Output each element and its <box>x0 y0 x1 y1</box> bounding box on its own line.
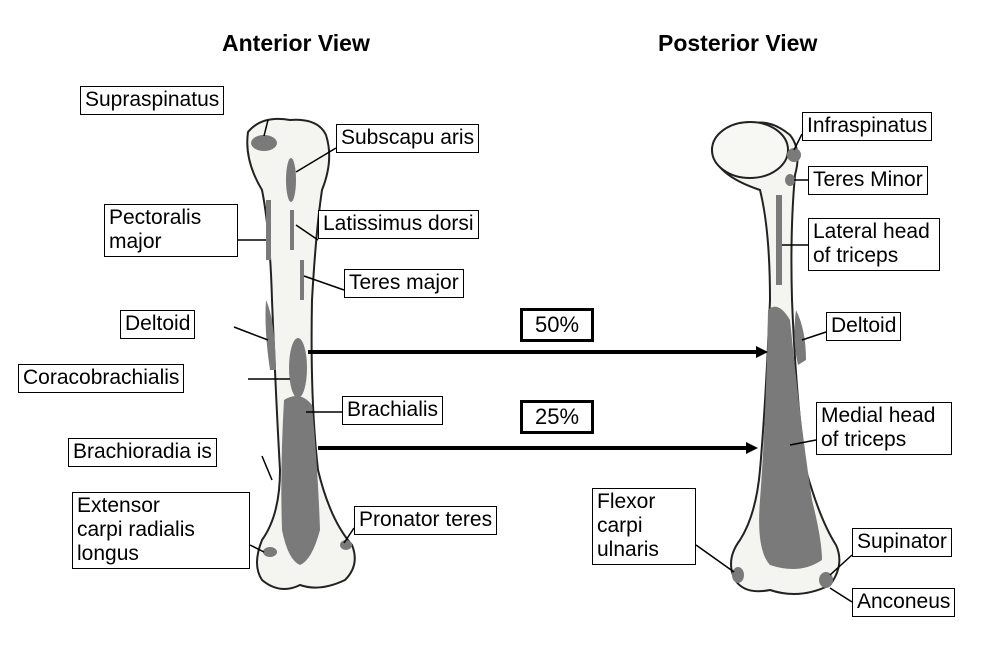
label-anconeus: Anconeus <box>852 588 955 617</box>
label-subscapularis: Subscapu aris <box>336 124 479 153</box>
coracobrachialis-area <box>289 338 307 398</box>
anterior-view-title: Anterior View <box>222 30 370 57</box>
pronator-teres-area <box>340 540 352 550</box>
label-deltoid-posterior: Deltoid <box>826 312 901 341</box>
label-teres-minor: Teres Minor <box>808 166 928 195</box>
label-brachialis: Brachialis <box>342 396 443 425</box>
label-coracobrachialis: Coracobrachialis <box>18 364 184 393</box>
latissimus-area <box>290 210 294 250</box>
humeral-head <box>712 122 788 178</box>
label-brachioradialis: Brachioradia is <box>68 438 217 467</box>
level-25-arrowhead <box>746 442 758 454</box>
posterior-view-title: Posterior View <box>658 30 817 57</box>
label-pectoralis-major: Pectoralis major <box>104 204 238 257</box>
label-flexor-carpi-ulnaris: Flexor carpi ulnaris <box>592 488 696 565</box>
marker-25-percent: 25% <box>520 400 594 434</box>
marker-50-percent: 50% <box>520 308 594 342</box>
level-50-arrowhead <box>756 346 768 358</box>
teres-major-area <box>300 260 304 300</box>
flexor-carpi-ulnaris-area <box>732 567 744 583</box>
pectoralis-area <box>266 200 271 260</box>
deltoid-posterior-area <box>794 310 806 365</box>
label-deltoid-anterior: Deltoid <box>120 310 195 339</box>
label-extensor-carpi-radialis-longus: Extensor carpi radialis longus <box>72 492 250 569</box>
label-latissimus-dorsi: Latissimus dorsi <box>318 210 479 239</box>
infraspinatus-area <box>787 148 801 162</box>
teres-minor-area <box>785 174 795 186</box>
label-medial-head-of-triceps: Medial head of triceps <box>816 402 952 455</box>
label-lateral-head-of-triceps: Lateral head of triceps <box>808 218 940 271</box>
label-infraspinatus: Infraspinatus <box>802 112 932 141</box>
supraspinatus-area <box>251 135 277 151</box>
extensor-carpi-area <box>263 547 277 557</box>
medial-head-area <box>759 307 822 569</box>
label-supinator: Supinator <box>852 528 952 557</box>
label-supraspinatus: Supraspinatus <box>80 86 224 115</box>
label-pronator-teres: Pronator teres <box>354 506 497 535</box>
subscapularis-area <box>286 158 296 202</box>
label-teres-major: Teres major <box>344 269 464 298</box>
lateral-head-area <box>776 195 782 285</box>
